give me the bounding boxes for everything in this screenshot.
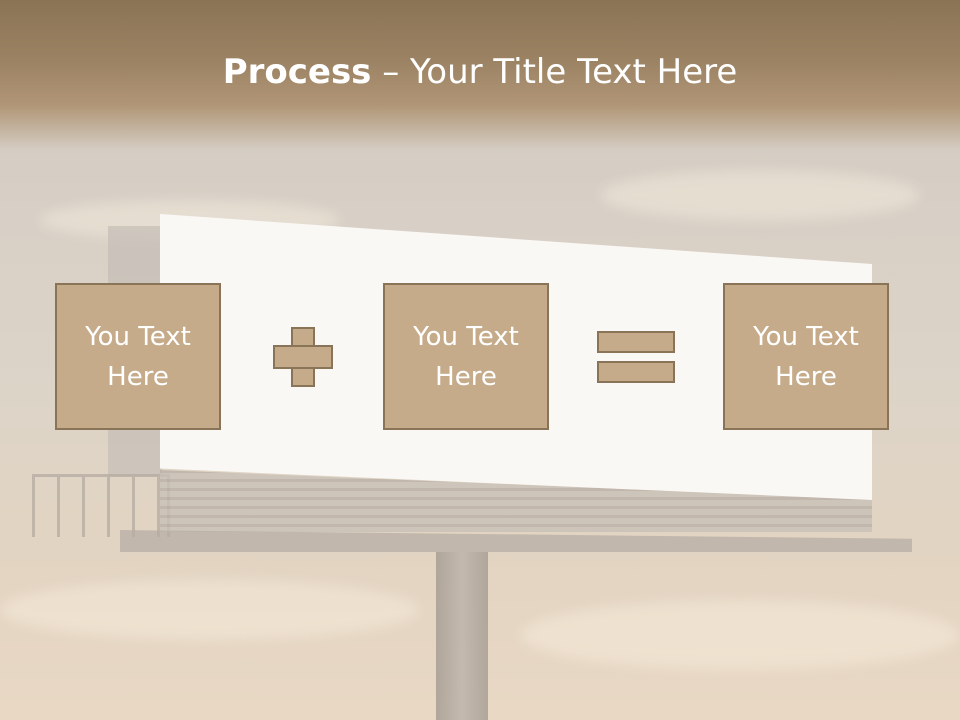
sky-cloud — [0, 580, 420, 640]
text-box-2-label: You Text Here — [413, 321, 519, 392]
text-box-2[interactable]: You Text Here — [383, 283, 549, 430]
equals-icon-bottom-bar — [597, 361, 675, 383]
billboard-pole — [436, 552, 488, 720]
title-rest: – Your Title Text Here — [371, 52, 738, 92]
slide-title[interactable]: Process – Your Title Text Here — [0, 52, 960, 92]
title-band — [0, 0, 960, 150]
text-box-3[interactable]: You Text Here — [723, 283, 889, 430]
equals-icon-top-bar — [597, 331, 675, 353]
plus-icon-center — [293, 347, 313, 367]
title-bold: Process — [222, 52, 372, 92]
billboard-railing — [32, 474, 170, 537]
text-box-3-label: You Text Here — [753, 321, 859, 392]
billboard-catwalk — [120, 530, 912, 552]
text-box-1[interactable]: You Text Here — [55, 283, 221, 430]
sky-cloud — [600, 170, 920, 220]
text-box-1-label: You Text Here — [85, 321, 191, 392]
sky-cloud — [520, 600, 960, 670]
